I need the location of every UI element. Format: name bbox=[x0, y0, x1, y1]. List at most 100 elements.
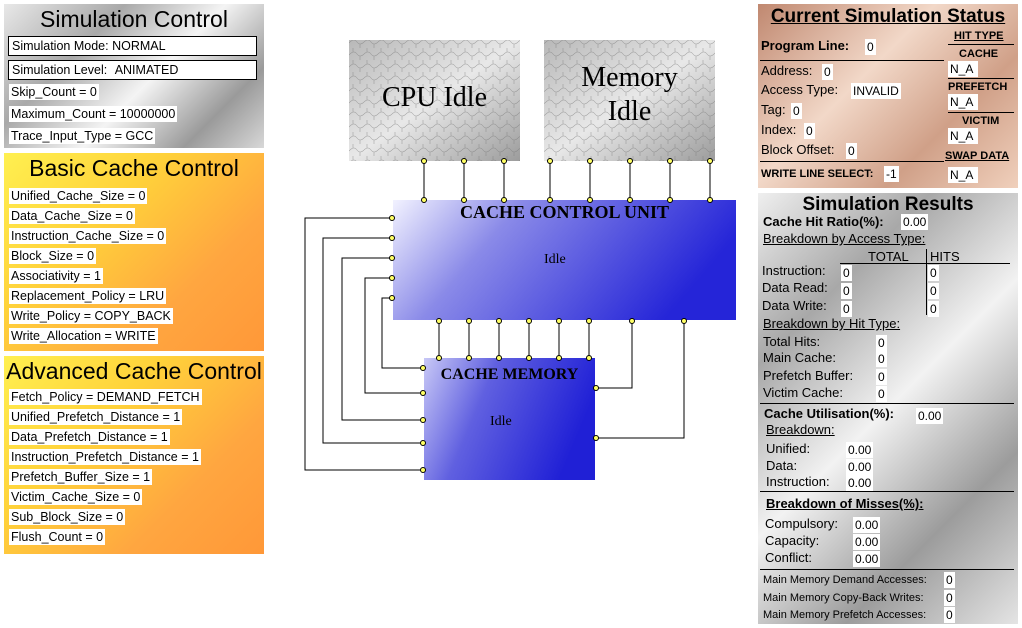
prefetch-label: PREFETCH bbox=[948, 81, 1008, 93]
tag-label: Tag: bbox=[761, 102, 786, 117]
advanced-cache-field-2[interactable]: Unified_Prefetch_Distance = 1 bbox=[9, 409, 183, 425]
basic-cache-field-5[interactable]: Associativity = 1 bbox=[9, 268, 103, 284]
panel-title: Simulation Control bbox=[40, 6, 228, 32]
hit-ratio-label: Cache Hit Ratio(%): bbox=[763, 214, 884, 229]
skip-count-field[interactable]: Skip_Count = 0 bbox=[9, 84, 99, 100]
cache-memory-title: CACHE MEMORY bbox=[440, 366, 579, 383]
victim-hit-value: N_A bbox=[948, 128, 978, 144]
panel-title: Current Simulation Status bbox=[770, 6, 1006, 27]
hit-type-label: HIT TYPE bbox=[954, 30, 1004, 42]
data-write-hits: 0 bbox=[928, 301, 939, 317]
victim-cache-value: 0 bbox=[876, 386, 887, 402]
cpu-status-label: CPU Idle bbox=[382, 82, 487, 113]
mm-prefetch-value: 0 bbox=[944, 607, 955, 623]
address-value: 0 bbox=[822, 64, 833, 80]
total-hits-label: Total Hits: bbox=[763, 334, 821, 349]
capacity-label: Capacity: bbox=[765, 533, 820, 548]
hit-ratio-value: 0.00 bbox=[901, 214, 929, 230]
total-hits-value: 0 bbox=[876, 335, 887, 351]
mm-demand-label: Main Memory Demand Accesses: bbox=[763, 574, 927, 586]
basic-cache-control-panel: Basic Cache Control Unified_Cache_Size =… bbox=[4, 153, 264, 351]
current-status-panel: Current Simulation Status Program Line: … bbox=[758, 4, 1018, 188]
access-type-value: INVALID bbox=[851, 83, 901, 99]
instruction-hits: 0 bbox=[928, 265, 939, 281]
advanced-cache-field-7[interactable]: Sub_Block_Size = 0 bbox=[9, 509, 126, 525]
panel-title: Basic Cache Control bbox=[29, 155, 239, 181]
panel-title: Advanced Cache Control bbox=[6, 358, 262, 384]
prefetch-hit-value: N_A bbox=[948, 94, 978, 110]
conflict-value: 0.00 bbox=[853, 551, 881, 567]
breakdown-label: Breakdown: bbox=[766, 422, 835, 437]
utilisation-label: Cache Utilisation(%): bbox=[764, 406, 895, 421]
block-offset-label: Block Offset: bbox=[761, 142, 835, 157]
conflict-label: Conflict: bbox=[765, 550, 812, 565]
main-cache-value: 0 bbox=[876, 351, 887, 367]
memory-status-label-1: Memory bbox=[581, 62, 678, 93]
simulation-control-panel: Simulation Control Simulation Mode: NORM… bbox=[4, 4, 264, 148]
simulation-level-field[interactable]: Simulation Level: ANIMATED bbox=[8, 60, 257, 80]
program-line-label: Program Line: bbox=[761, 38, 850, 53]
data-write-total: 0 bbox=[841, 301, 852, 317]
unified-value: 0.00 bbox=[846, 442, 874, 458]
basic-cache-field-8[interactable]: Write_Allocation = WRITE bbox=[9, 328, 158, 344]
simulation-results-panel: Simulation Results Cache Hit Ratio(%): 0… bbox=[758, 193, 1018, 624]
basic-cache-field-4[interactable]: Block_Size = 0 bbox=[9, 248, 97, 264]
utilisation-value: 0.00 bbox=[916, 408, 944, 424]
advanced-cache-field-1[interactable]: Fetch_Policy = DEMAND_FETCH bbox=[9, 389, 202, 405]
ccu-title: CACHE CONTROL UNIT bbox=[459, 202, 670, 222]
hits-column-header: HITS bbox=[930, 249, 960, 264]
ccu-status: Idle bbox=[544, 252, 566, 267]
simulation-mode-field[interactable]: Simulation Mode: NORMAL bbox=[8, 36, 257, 56]
write-line-select-value: -1 bbox=[884, 166, 899, 182]
victim-label: VICTIM bbox=[962, 115, 1000, 127]
cache-hit-value: N_A bbox=[948, 61, 978, 77]
compulsory-value: 0.00 bbox=[853, 517, 881, 533]
compulsory-label: Compulsory: bbox=[765, 516, 838, 531]
swap-data-value: N_A bbox=[948, 167, 978, 183]
address-label: Address: bbox=[761, 63, 813, 78]
swap-data-label: SWAP DATA bbox=[945, 150, 1010, 162]
unified-label: Unified: bbox=[766, 441, 811, 456]
data-value: 0.00 bbox=[846, 459, 874, 475]
advanced-cache-field-8[interactable]: Flush_Count = 0 bbox=[9, 529, 106, 545]
mm-prefetch-label: Main Memory Prefetch Accesses: bbox=[763, 609, 927, 621]
maximum-count-field[interactable]: Maximum_Count = 10000000 bbox=[9, 106, 178, 122]
simulation-mode-value: NORMAL bbox=[112, 39, 166, 53]
total-column-header: TOTAL bbox=[868, 249, 909, 264]
instr-label: Instruction: bbox=[766, 474, 830, 489]
advanced-cache-field-3[interactable]: Data_Prefetch_Distance = 1 bbox=[9, 429, 170, 445]
basic-cache-field-1[interactable]: Unified_Cache_Size = 0 bbox=[9, 188, 148, 204]
cache-label: CACHE bbox=[959, 48, 999, 60]
block-offset-value: 0 bbox=[846, 143, 857, 159]
data-read-hits: 0 bbox=[928, 283, 939, 299]
data-write-label: Data Write: bbox=[762, 298, 827, 313]
advanced-cache-field-4[interactable]: Instruction_Prefetch_Distance = 1 bbox=[9, 449, 201, 465]
breakdown-hit-label: Breakdown by Hit Type: bbox=[763, 316, 901, 331]
instruction-label: Instruction: bbox=[762, 263, 826, 278]
basic-cache-field-3[interactable]: Instruction_Cache_Size = 0 bbox=[9, 228, 167, 244]
trace-input-type-field[interactable]: Trace_Input_Type = GCC bbox=[9, 128, 156, 144]
instr-value: 0.00 bbox=[846, 475, 874, 491]
advanced-cache-field-5[interactable]: Prefetch_Buffer_Size = 1 bbox=[9, 469, 153, 485]
cache-memory-status: Idle bbox=[490, 414, 512, 429]
advanced-cache-control-panel: Advanced Cache Control Fetch_Policy = DE… bbox=[4, 356, 264, 554]
advanced-cache-field-6[interactable]: Victim_Cache_Size = 0 bbox=[9, 489, 143, 505]
capacity-value: 0.00 bbox=[853, 534, 881, 550]
memory-status-label-2: Idle bbox=[607, 96, 652, 127]
mm-copyback-label: Main Memory Copy-Back Writes: bbox=[763, 592, 924, 604]
access-type-label: Access Type: bbox=[761, 82, 839, 97]
mm-copyback-value: 0 bbox=[944, 590, 955, 606]
index-value: 0 bbox=[804, 123, 815, 139]
victim-cache-label: Victim Cache: bbox=[763, 385, 843, 400]
index-label: Index: bbox=[761, 122, 797, 137]
panel-title: Simulation Results bbox=[802, 194, 974, 215]
basic-cache-field-7[interactable]: Write_Policy = COPY_BACK bbox=[9, 308, 173, 324]
simulation-level-value: ANIMATED bbox=[114, 63, 179, 77]
basic-cache-field-2[interactable]: Data_Cache_Size = 0 bbox=[9, 208, 135, 224]
data-read-total: 0 bbox=[841, 283, 852, 299]
data-label: Data: bbox=[766, 458, 798, 473]
basic-cache-field-6[interactable]: Replacement_Policy = LRU bbox=[9, 288, 167, 304]
mm-demand-value: 0 bbox=[944, 572, 955, 588]
data-read-label: Data Read: bbox=[762, 280, 828, 295]
program-line-value: 0 bbox=[865, 39, 876, 55]
